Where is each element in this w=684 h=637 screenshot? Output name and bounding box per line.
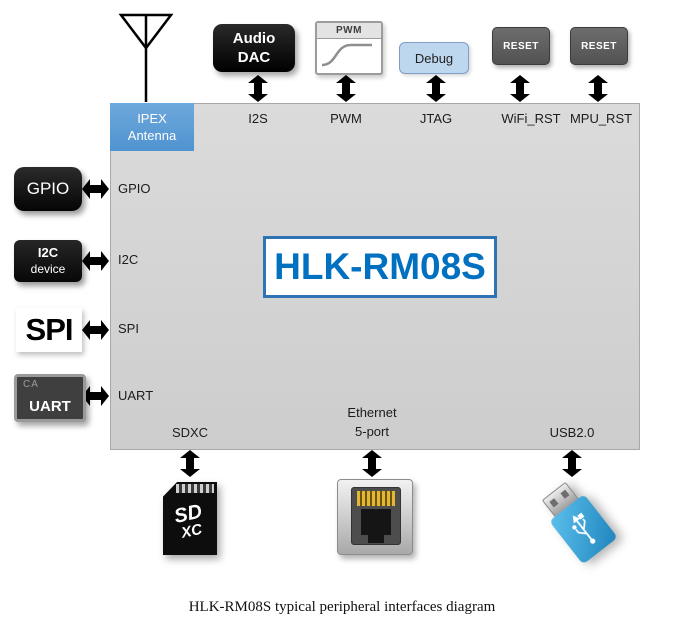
i2c-device-icon: I2C device xyxy=(14,240,82,282)
ethernet-label-line2: 5-port xyxy=(355,424,389,439)
port-label-jtag: JTAG xyxy=(419,111,453,126)
usb-trident-icon xyxy=(571,512,595,544)
audio-dac-line1: Audio xyxy=(232,30,276,47)
i2c-device-line2: device xyxy=(30,262,66,276)
mpu-reset-button: RESET xyxy=(570,27,628,65)
sd-card-body: SD XC xyxy=(163,482,217,555)
pwm-arrow xyxy=(336,75,356,102)
uart-device-icon: CA UART xyxy=(14,374,86,422)
i2s-arrow xyxy=(248,75,268,102)
ethernet-connector-icon xyxy=(337,479,413,555)
pwm-curve xyxy=(321,43,372,67)
sdxc-arrow xyxy=(180,450,200,477)
ethernet-jack-tab xyxy=(368,535,384,543)
jtag-arrow xyxy=(426,75,446,102)
wifi-reset-button: RESET xyxy=(492,27,550,65)
ethernet-jack-pins xyxy=(357,491,395,506)
port-label-sdxc: SDXC xyxy=(171,425,209,440)
sd-card-logo: SD XC xyxy=(163,501,217,545)
port-label-gpio: GPIO xyxy=(118,181,151,196)
ethernet-arrow xyxy=(362,450,382,477)
antenna-icon xyxy=(118,13,174,102)
ethernet-jack-cavity xyxy=(351,487,401,545)
usb-drive-icon xyxy=(527,477,629,572)
port-label-ethernet: Ethernet 5-port xyxy=(327,403,417,441)
debug-box: Debug xyxy=(399,42,469,74)
spi-device-icon: SPI xyxy=(16,308,82,352)
port-label-usb20: USB2.0 xyxy=(549,425,595,440)
port-label-uart: UART xyxy=(118,388,154,403)
pwm-icon-label: PWM xyxy=(317,23,381,39)
ipex-antenna-port: IPEX Antenna xyxy=(110,103,194,151)
figure-caption: HLK-RM08S typical peripheral interfaces … xyxy=(188,599,496,615)
ipex-label-line2: Antenna xyxy=(127,128,177,143)
port-label-mpu-rst: MPU_RST xyxy=(569,111,633,126)
sd-card-pins xyxy=(176,484,214,493)
port-label-pwm: PWM xyxy=(330,111,362,126)
uart-label: UART xyxy=(29,398,71,415)
pwm-waveform-icon: PWM xyxy=(315,21,383,75)
i2c-arrow xyxy=(82,251,109,271)
sd-card-icon: SD XC xyxy=(163,482,217,555)
usb-drive-housing xyxy=(549,494,618,565)
audio-dac-line2: DAC xyxy=(237,49,271,66)
uart-watermark: CA xyxy=(23,379,39,390)
spi-arrow xyxy=(82,320,109,340)
gpio-arrow xyxy=(82,179,109,199)
module-name-label: HLK-RM08S xyxy=(263,236,497,298)
ipex-label-line1: IPEX xyxy=(137,111,167,126)
ethernet-jack-hole xyxy=(361,509,391,535)
audio-dac-box: Audio DAC xyxy=(213,24,295,72)
ethernet-label-line1: Ethernet xyxy=(347,405,397,420)
i2c-device-line1: I2C xyxy=(37,245,59,260)
wifi-rst-arrow xyxy=(510,75,530,102)
port-label-i2c: I2C xyxy=(118,252,139,267)
usb-arrow xyxy=(562,450,582,477)
mpu-rst-arrow xyxy=(588,75,608,102)
usb-drive-body xyxy=(536,478,618,565)
port-label-spi: SPI xyxy=(118,321,139,336)
gpio-device-icon: GPIO xyxy=(14,167,82,211)
port-label-wifi-rst: WiFi_RST xyxy=(501,111,561,126)
uart-arrow xyxy=(82,386,109,406)
port-label-i2s: I2S xyxy=(248,111,268,126)
